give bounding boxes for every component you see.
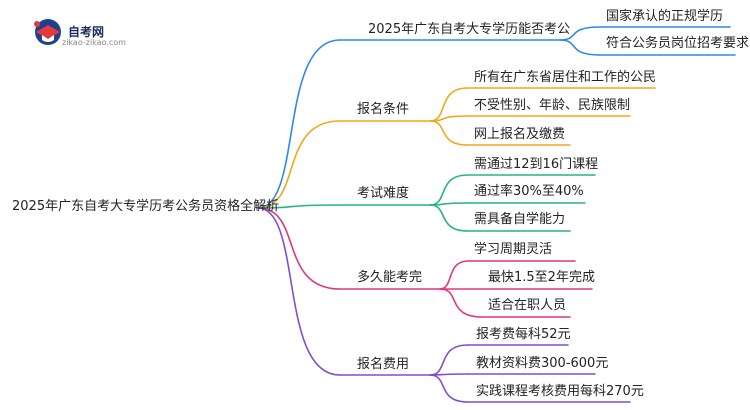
connector-branch-5-leaf-1 (429, 344, 469, 376)
leaf-course-count: 需通过12到16门课程 (474, 157, 599, 172)
connector-branch-2-leaf-3 (429, 120, 469, 146)
leaf-meets-requirements: 符合公务员岗位招考要求 (606, 36, 750, 51)
leaf-recognized-degree: 国家承认的正规学历 (606, 9, 724, 24)
leaf-practice-fee: 实践课程考核费用每科270元 (476, 384, 644, 399)
logo-name: 自考网 (68, 25, 105, 39)
leaf-fastest-completion: 最快1.5至2年完成 (488, 270, 595, 285)
leaf-exam-fee: 报考费每科52元 (476, 327, 571, 342)
leaf-material-fee: 教材资料费300-600元 (476, 356, 609, 371)
leaf-all-residents: 所有在广东省居住和工作的公民 (474, 70, 657, 85)
leaf-online-registration: 网上报名及缴费 (474, 127, 566, 142)
connector-branch-3-leaf-3 (429, 204, 469, 232)
branch-label-registration-conditions: 报名条件 (357, 102, 410, 117)
connector-branch-2-leaf-2 (429, 115, 469, 122)
connector-branch-5-leaf-3 (429, 374, 469, 403)
connector-branch-4-leaf-1 (439, 260, 469, 290)
graduation-cap-icon (34, 19, 61, 45)
root-topic: 2025年广东自考大专学历考公务员资格全解析 (12, 199, 280, 214)
branch-label-can-take-exam: 2025年广东自考大专学历能否考公 (368, 22, 571, 37)
connector-branch-3-leaf-1 (429, 174, 469, 206)
connector-branch-5-leaf-2 (429, 373, 469, 376)
connector-branch-1-leaf-2 (559, 39, 601, 56)
site-logo[interactable] (28, 12, 148, 52)
logo-url: zikao-zikao.com (62, 38, 126, 47)
connector-branch-4-leaf-3 (439, 288, 483, 318)
leaf-working-people: 适合在职人员 (488, 298, 567, 313)
connector-root-branch-1 (257, 39, 341, 209)
leaf-flexible-cycle: 学习周期灵活 (474, 242, 553, 257)
branch-label-exam-difficulty: 考试难度 (357, 186, 410, 201)
leaf-self-study: 需具备自学能力 (474, 212, 566, 227)
leaf-pass-rate: 通过率30%至40% (474, 184, 584, 199)
connector-root-branch-2 (257, 120, 341, 209)
connector-root-branch-4 (257, 207, 341, 290)
leaf-no-restrictions: 不受性别、年龄、民族限制 (474, 98, 631, 113)
branch-label-duration: 多久能考完 (357, 270, 423, 285)
branch-label-fees: 报名费用 (357, 357, 410, 372)
connector-root-branch-5 (257, 207, 341, 376)
connector-root-branch-3 (257, 204, 341, 209)
